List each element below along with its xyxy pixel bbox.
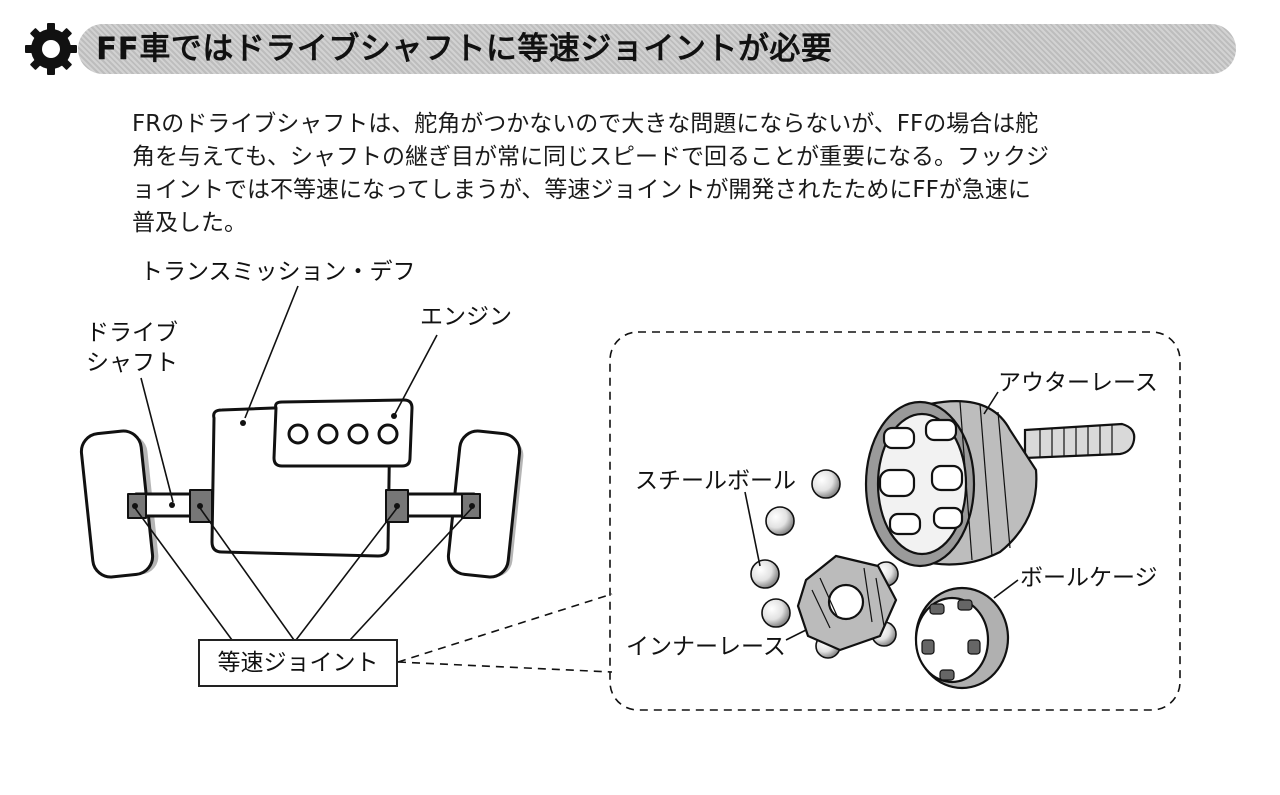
drivetrain-sketch: [79, 398, 524, 579]
cv-joint-exploded: [744, 391, 1136, 690]
label-transmission-diff: トランスミッション・デフ: [140, 259, 416, 285]
body-line: FRのドライブシャフトは、舵角がつかないので大きな問題にならないが、FFの場合は…: [132, 111, 1039, 137]
body-line: ョイントでは不等速になってしまうが、等速ジョイントが開発されたためにFFが急速に: [132, 177, 1031, 203]
label-engine: エンジン: [420, 304, 512, 330]
label-driveshaft-line2: シャフト: [86, 350, 178, 376]
inner-race-part: [796, 554, 898, 652]
leader-lines: [134, 285, 473, 641]
body-line: 普及した。: [132, 210, 247, 236]
label-inner-race: インナーレース: [626, 634, 786, 660]
label-driveshaft-line1: ドライブ: [86, 320, 178, 346]
label-ball-cage: ボールケージ: [1020, 565, 1158, 591]
label-steel-ball: スチールボール: [635, 468, 796, 494]
label-outer-race: アウターレース: [998, 370, 1158, 396]
detail-callout-frame: [609, 331, 1181, 711]
body-paragraph: FRのドライブシャフトは、舵角がつかないので大きな問題にならないが、FFの場合は…: [132, 108, 1142, 240]
gear-icon: [25, 23, 77, 75]
ball-cage-part: [914, 586, 1010, 690]
label-cv-joint-box: 等速ジョイント: [198, 639, 398, 687]
page-title: FF車ではドライブシャフトに等速ジョイントが必要: [96, 31, 833, 67]
title-bar: [78, 24, 1236, 74]
engine-block: [272, 398, 414, 468]
body-line: 角を与えても、シャフトの継ぎ目が常に同じスピードで回ることが重要になる。フックジ: [132, 144, 1050, 170]
